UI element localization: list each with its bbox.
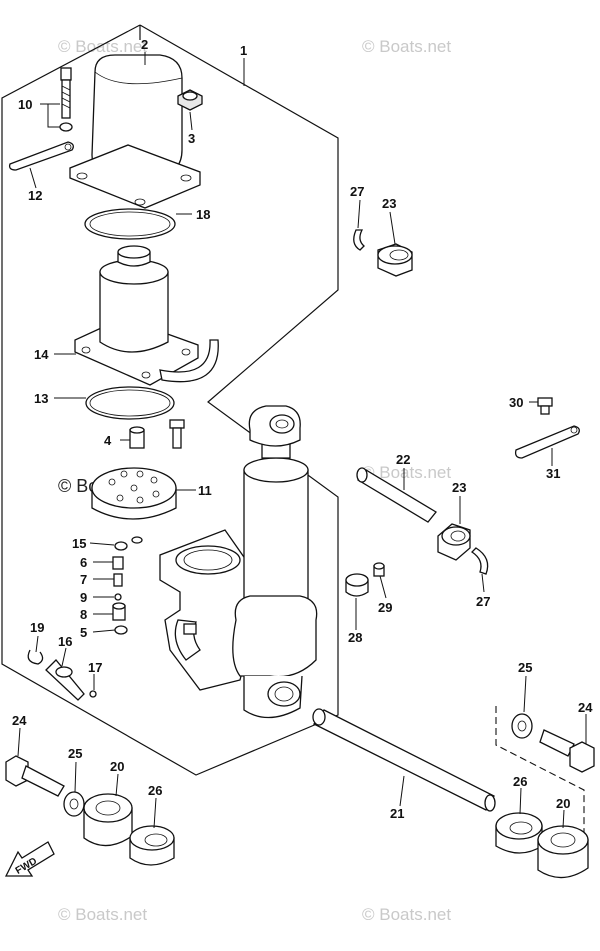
wire-clip — [8, 141, 74, 171]
bolt — [59, 67, 73, 132]
callout: 27 — [476, 594, 490, 609]
callout: 10 — [18, 97, 32, 112]
forward-direction-arrow: FWD — [4, 841, 55, 877]
callout: 24 — [12, 713, 27, 728]
callout: 18 — [196, 207, 210, 222]
snap-ring — [353, 229, 365, 251]
callout: 13 — [34, 391, 48, 406]
callout: 29 — [378, 600, 392, 615]
callout: 8 — [80, 607, 87, 622]
snap-ring — [470, 547, 489, 575]
callout: 25 — [518, 660, 532, 675]
pin — [356, 467, 437, 523]
bolt — [539, 729, 595, 773]
watermark: © Boats.net — [362, 463, 451, 482]
watermark: © Boats.net — [58, 905, 147, 924]
callout: 20 — [110, 759, 124, 774]
ball — [89, 690, 97, 698]
wire-clip — [514, 425, 580, 459]
callout: 22 — [396, 452, 410, 467]
callout-labels: 1 2 3 10 12 18 27 23 14 13 4 11 22 23 30… — [12, 37, 593, 821]
callout: 11 — [198, 483, 212, 498]
washer — [63, 791, 85, 817]
callout: 19 — [30, 620, 44, 635]
callout: 31 — [546, 466, 560, 481]
callout: 30 — [509, 395, 523, 410]
watermark: © Boats.net — [362, 905, 451, 924]
pump — [91, 467, 177, 520]
screw — [169, 419, 185, 449]
bushing — [129, 825, 175, 866]
bolt — [5, 755, 65, 797]
watermark: © Boats.net — [58, 37, 147, 56]
bushing — [495, 812, 543, 854]
callout: 6 — [80, 555, 87, 570]
bushing — [437, 523, 471, 561]
leader-lines — [17, 52, 587, 829]
callout: 28 — [348, 630, 362, 645]
callout: 23 — [452, 480, 466, 495]
bushing — [537, 825, 589, 879]
callout: 24 — [578, 700, 593, 715]
callout: 1 — [240, 43, 247, 58]
callout: 21 — [390, 806, 404, 821]
bushing — [83, 793, 133, 847]
plug — [177, 89, 203, 111]
tilt-cylinder — [232, 405, 318, 719]
tilt-shaft — [312, 708, 496, 812]
screw — [537, 397, 553, 415]
motor — [74, 245, 219, 386]
callout: 14 — [34, 347, 49, 362]
callout: 26 — [513, 774, 527, 789]
valve-parts — [112, 536, 143, 635]
group-outline — [495, 706, 585, 838]
callout: 3 — [188, 131, 195, 146]
assembly-frame — [1, 24, 339, 776]
o-ring — [84, 208, 176, 240]
bushing — [377, 243, 413, 277]
callout: 5 — [80, 625, 87, 640]
motor-cover — [69, 54, 201, 209]
watermark: © Boats.net — [362, 37, 451, 56]
callout: 17 — [88, 660, 102, 675]
callout: 20 — [556, 796, 570, 811]
callout: 25 — [68, 746, 82, 761]
callout: 2 — [141, 37, 148, 52]
washer — [511, 713, 533, 739]
callout: 16 — [58, 634, 72, 649]
callout: 7 — [80, 572, 87, 587]
circlip — [27, 649, 44, 665]
cap — [345, 573, 369, 597]
callout: 26 — [148, 783, 162, 798]
callout: 27 — [350, 184, 364, 199]
callout: 15 — [72, 536, 86, 551]
callout: 4 — [104, 433, 112, 448]
o-ring — [85, 386, 175, 420]
callout: 12 — [28, 188, 42, 203]
filter — [129, 426, 145, 449]
callout: 23 — [382, 196, 396, 211]
callout: 9 — [80, 590, 87, 605]
manual-valve — [45, 659, 85, 701]
bleed-screw — [373, 562, 385, 577]
